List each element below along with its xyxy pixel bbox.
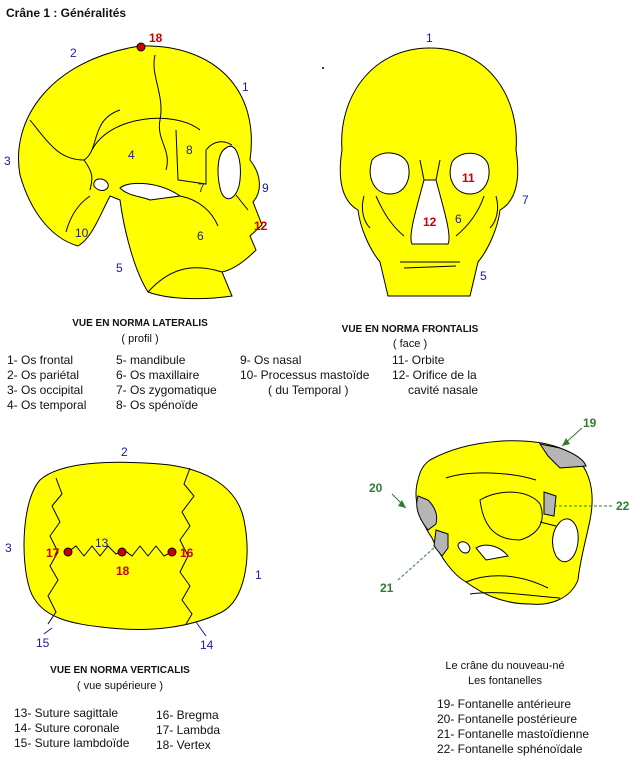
lateral-orbit xyxy=(217,145,241,200)
posterior-fontanelle xyxy=(416,495,438,531)
label-3-occipital: 3 xyxy=(4,154,11,168)
front-label-5: 5 xyxy=(480,269,487,283)
legend-item: 3- Os occipital xyxy=(7,383,84,397)
vert-label-15-lambdoid: 15 xyxy=(36,636,50,650)
label-7-zygomatic: 7 xyxy=(198,181,205,195)
newborn-caption-line1: Le crâne du nouveau-né xyxy=(445,660,565,672)
legend-bones-col1: 1- Os frontal 2- Os pariétal 3- Os occip… xyxy=(7,353,86,413)
bregma-marker xyxy=(167,547,177,557)
newborn-label-19: 19 xyxy=(583,416,597,430)
front-label-11-orbit: 11 xyxy=(462,171,475,185)
lambda-marker xyxy=(63,547,73,557)
legend-item: 9- Os nasal xyxy=(240,353,302,367)
frontal-left-orbit xyxy=(369,152,410,195)
legend-item: 10- Processus mastoïde xyxy=(240,368,370,382)
legend-bones-col3: 9- Os nasal 10- Processus mastoïde ( du … xyxy=(240,353,369,398)
label-6-maxilla: 6 xyxy=(197,229,204,243)
vert-label-16-bregma: 16 xyxy=(180,546,194,560)
legend-item: 16- Bregma xyxy=(156,708,219,722)
lateral-ear-gap xyxy=(93,178,109,191)
vertex-marker xyxy=(117,547,127,557)
suture-15-pointer xyxy=(43,627,53,635)
legend-item: 7- Os zygomatique xyxy=(116,383,217,397)
frontal-subcaption: ( face ) xyxy=(392,338,428,350)
legend-item: ( du Temporal ) xyxy=(268,383,349,397)
anterior-fontanelle xyxy=(538,443,587,469)
legend-item: 21- Fontanelle mastoïdienne xyxy=(437,727,590,741)
vertical-caption: VUE EN NORMA VERTICALIS xyxy=(50,665,190,676)
legend-item: 14- Suture coronale xyxy=(14,721,120,735)
label-4-temporal: 4 xyxy=(128,148,135,162)
legend-fontanelles: 19- Fontanelle antérieure 20- Fontanelle… xyxy=(437,697,589,757)
vert-label-18-vertex: 18 xyxy=(116,564,130,578)
legend-sutures-col1: 13- Suture sagittale 14- Suture coronale… xyxy=(14,706,129,751)
newborn-orbit xyxy=(552,518,579,563)
lateral-caption: VUE EN NORMA LATERALIS xyxy=(72,318,208,329)
lateral-subcaption: ( profil ) xyxy=(121,333,159,345)
lateral-skull xyxy=(18,45,263,300)
legend-item: 11- Orbite xyxy=(392,353,445,367)
fontanelle-20-arrowhead xyxy=(398,500,406,508)
legend-item: 13- Suture sagittale xyxy=(14,706,119,720)
newborn-skull xyxy=(415,440,593,605)
page-title: Crâne 1 : Généralités xyxy=(6,6,127,20)
vertical-skull xyxy=(23,461,248,630)
fontanelle-19-arrowhead xyxy=(562,438,570,446)
label-1-frontal: 1 xyxy=(242,80,249,94)
legend-item: 4- Os temporal xyxy=(7,398,87,412)
label-10-mastoid: 10 xyxy=(75,226,89,240)
sphenoid-fontanelle xyxy=(543,491,557,517)
mastoid-fontanelle xyxy=(433,529,449,557)
fontanelle-21-pointer xyxy=(397,545,437,581)
legend-bones-col2: 5- mandibule 6- Os maxillaire 7- Os zygo… xyxy=(116,353,217,413)
front-label-6: 6 xyxy=(455,212,462,226)
legend-sutures-col2: 16- Bregma 17- Lambda 18- Vertex xyxy=(156,708,220,753)
label-8-sphenoid: 8 xyxy=(186,143,193,157)
vert-label-2: 2 xyxy=(121,445,128,459)
legend-item: cavité nasale xyxy=(408,383,479,397)
newborn-ear-gap xyxy=(457,541,471,554)
legend-item: 18- Vertex xyxy=(156,738,211,752)
legend-bones-col4: 11- Orbite 12- Orifice de la cavité nasa… xyxy=(392,353,478,398)
frontal-skull xyxy=(339,47,519,297)
legend-item: 5- mandibule xyxy=(116,353,186,367)
frontal-caption: VUE EN NORMA FRONTALIS xyxy=(341,324,479,335)
lateral-vertex-marker xyxy=(136,42,146,52)
legend-item: 20- Fontanelle postérieure xyxy=(437,712,578,726)
legend-item: 12- Orifice de la xyxy=(392,368,477,382)
newborn-label-21: 21 xyxy=(380,581,394,595)
vertical-subcaption: ( vue supérieure ) xyxy=(76,680,164,692)
legend-item: 22- Fontanelle sphénoïdale xyxy=(437,742,583,756)
legend-item: 19- Fontanelle antérieure xyxy=(437,697,572,711)
newborn-label-22: 22 xyxy=(616,499,630,513)
newborn-label-20: 20 xyxy=(369,481,383,495)
legend-item: 6- Os maxillaire xyxy=(116,368,200,382)
front-label-7: 7 xyxy=(522,193,529,207)
label-18-vertex: 18 xyxy=(149,31,163,45)
vertical-cranium xyxy=(23,461,248,630)
frontal-cranium xyxy=(339,47,519,297)
front-label-12: 12 xyxy=(423,215,437,229)
label-5-mandible: 5 xyxy=(116,261,123,275)
frontal-right-orbit xyxy=(449,152,490,195)
legend-item: 2- Os pariétal xyxy=(7,368,80,382)
suture-14-pointer xyxy=(195,621,207,637)
vert-label-14-coronal: 14 xyxy=(200,638,214,652)
newborn-caption-line2: Les fontanelles xyxy=(468,675,542,687)
vert-label-17-lambda: 17 xyxy=(46,546,60,560)
legend-item: 17- Lambda xyxy=(156,723,221,737)
frontal-nasal-cavity xyxy=(410,179,450,245)
label-12-nasal-cavity: 12 xyxy=(254,219,268,233)
legend-item: 8- Os spénoïde xyxy=(116,398,199,412)
label-2-parietal: 2 xyxy=(70,46,77,60)
label-9-nasal: 9 xyxy=(262,181,269,195)
vert-label-13-sagittal: 13 xyxy=(95,536,109,550)
legend-item: 1- Os frontal xyxy=(7,353,74,367)
vert-label-1: 1 xyxy=(255,568,262,582)
vert-label-3: 3 xyxy=(5,541,12,555)
front-label-1: 1 xyxy=(426,31,433,45)
legend-item: 15- Suture lambdoïde xyxy=(14,736,130,750)
